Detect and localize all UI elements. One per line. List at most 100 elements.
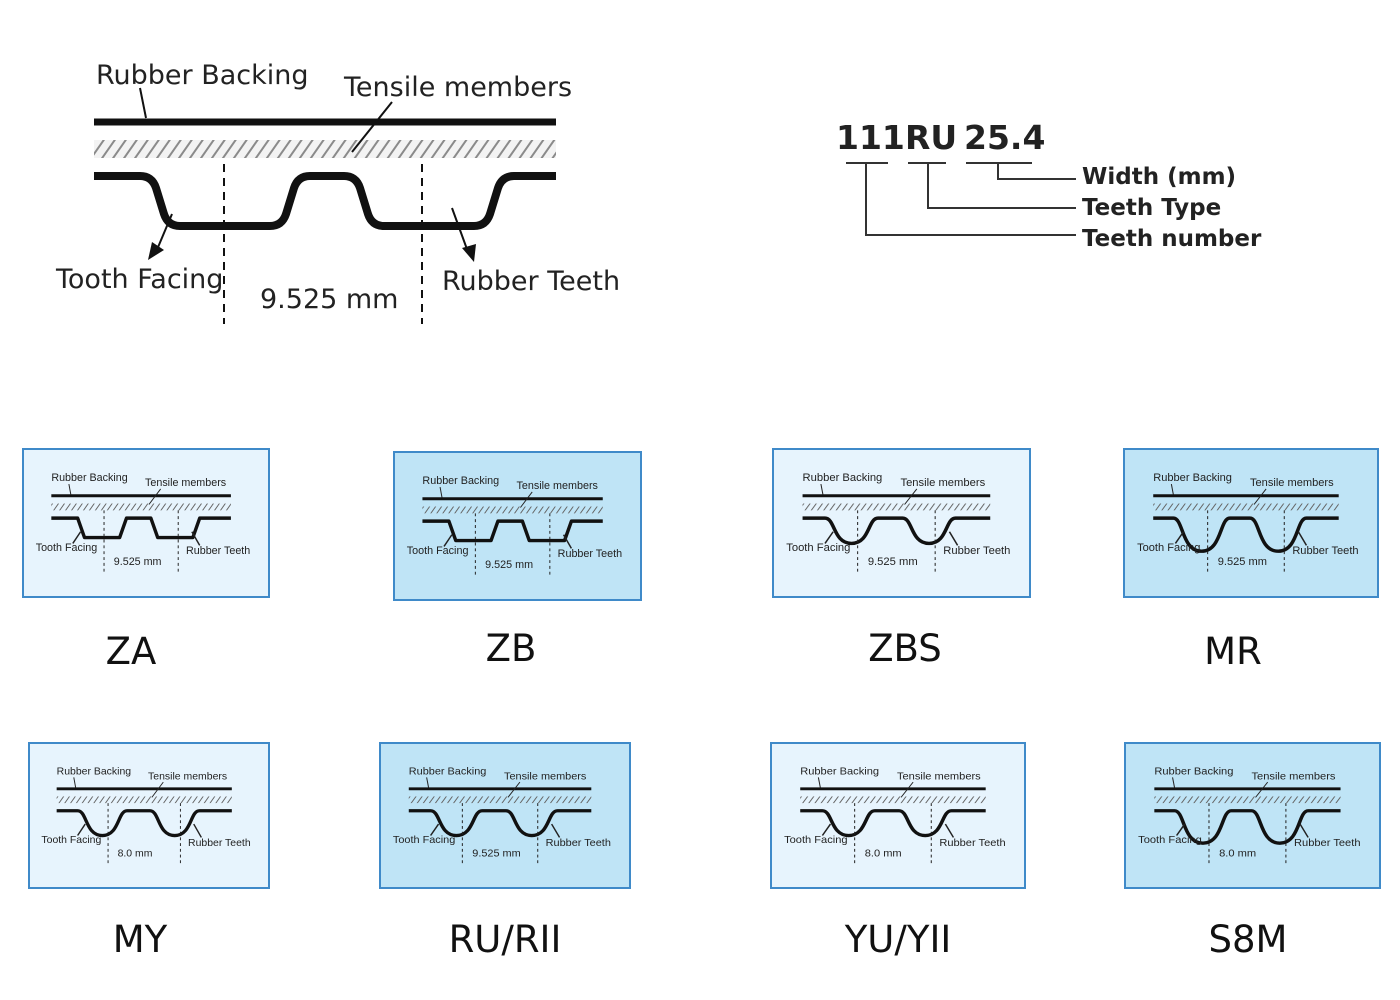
mini-label-rubber-backing: Rubber Backing [422, 475, 499, 487]
mini-teeth-leader [948, 531, 959, 546]
profile-label-mr: MR [1204, 630, 1262, 673]
mini-backing-leader [73, 777, 77, 788]
mini-tensile-band [56, 796, 232, 804]
mini-label-tensile-members: Tensile members [517, 480, 598, 492]
mini-label-tensile-members: Tensile members [1251, 771, 1336, 783]
mini-label-rubber-backing: Rubber Backing [803, 472, 883, 484]
code-legend-connectors [846, 162, 1076, 236]
width-label: Width (mm) [1082, 164, 1237, 190]
mini-label-rubber-teeth: Rubber Teeth [558, 548, 623, 560]
mini-label-rubber-teeth: Rubber Teeth [546, 837, 611, 849]
mini-facing-leader [72, 531, 82, 544]
mini-label-tooth-facing: Tooth Facing [786, 542, 850, 554]
mini-backing-leader [68, 483, 72, 495]
mini-teeth-leader [550, 823, 561, 838]
tooth-profile [94, 172, 556, 230]
mini-label-tensile-members: Tensile members [145, 477, 226, 489]
mini-tensile-leader [507, 781, 521, 798]
mini-teeth-leader [944, 823, 955, 838]
mini-tensile-band [802, 503, 991, 511]
profile-label-ru-rii: RU/RII [448, 918, 562, 961]
mini-label-tensile-members: Tensile members [504, 770, 586, 782]
mini-facing-leader [821, 823, 832, 836]
label-rubber-teeth: Rubber Teeth [442, 266, 620, 297]
mini-backing-leader [1170, 483, 1174, 495]
code-teeth-number: 111 [836, 118, 905, 157]
mini-tensile-leader [520, 491, 533, 508]
mini-label-rubber-backing: Rubber Backing [409, 766, 487, 778]
mini-label-rubber-backing: Rubber Backing [800, 766, 879, 778]
main-belt-diagram: Rubber Backing Tensile members Tooth Fac… [22, 4, 644, 372]
mini-tooth-profile [51, 516, 231, 540]
mini-tooth-profile [802, 516, 991, 546]
teeth-type-label: Teeth Type [1082, 195, 1222, 221]
mini-label-tensile-members: Tensile members [900, 477, 985, 489]
teeth-number-label: Teeth number [1082, 226, 1262, 252]
mini-teeth-leader [191, 531, 201, 546]
mini-label-rubber-backing: Rubber Backing [1153, 472, 1232, 484]
code-width: 25.4 [964, 118, 1046, 157]
mini-label-rubber-teeth: Rubber Teeth [939, 837, 1005, 849]
mini-tensile-band [800, 796, 986, 804]
facing-arrowhead [148, 242, 164, 260]
mini-facing-leader [429, 823, 440, 836]
label-tensile-members: Tensile members [343, 72, 572, 103]
mini-tooth-profile [408, 809, 592, 838]
mini-label-tooth-facing: Tooth Facing [1137, 542, 1200, 554]
label-pitch: 9.525 mm [260, 284, 398, 315]
mini-tooth-profile [1154, 809, 1341, 845]
mini-tooth-profile [1153, 516, 1339, 553]
backing-leader [139, 87, 147, 119]
profile-label-my: MY [112, 918, 168, 961]
mini-teeth-leader [1299, 823, 1309, 838]
mini-tensile-band [422, 506, 603, 514]
mini-label-pitch: 9.525 mm [485, 559, 533, 571]
mini-facing-leader [824, 531, 834, 544]
mini-tensile-leader [1255, 781, 1269, 798]
profile-label-zbs: ZBS [868, 627, 942, 670]
mini-label-rubber-teeth: Rubber Teeth [186, 545, 250, 557]
mini-label-pitch: 8.0 mm [1219, 848, 1256, 860]
mini-tensile-band [408, 796, 592, 804]
mini-label-tooth-facing: Tooth Facing [36, 542, 97, 554]
mini-label-pitch: 9.525 mm [868, 556, 918, 568]
mini-label-tooth-facing: Tooth Facing [393, 834, 455, 846]
mini-facing-leader [1175, 823, 1186, 836]
mini-tooth-profile [800, 809, 986, 838]
code-teeth-type: RU [905, 118, 958, 157]
mini-label-pitch: 8.0 mm [865, 848, 902, 860]
mini-label-tensile-members: Tensile members [148, 771, 227, 782]
mini-facing-leader [77, 823, 86, 836]
mini-teeth-leader [1297, 531, 1308, 546]
mini-label-tooth-facing: Tooth Facing [407, 545, 469, 557]
tensile-leader [351, 101, 393, 153]
tensile-band [94, 140, 556, 158]
profile-label-zb: ZB [485, 627, 537, 670]
teeth-leader [451, 207, 469, 253]
mini-label-pitch: 9.525 mm [1218, 556, 1267, 568]
mini-backing-leader [817, 777, 821, 788]
mini-tensile-leader [148, 488, 162, 505]
mini-label-tooth-facing: Tooth Facing [1138, 834, 1202, 846]
mini-backing-leader [1172, 777, 1176, 788]
mini-label-tooth-facing: Tooth Facing [784, 834, 847, 846]
mini-label-rubber-backing: Rubber Backing [1154, 766, 1233, 778]
label-rubber-backing: Rubber Backing [96, 60, 309, 91]
mini-tensile-leader [1253, 488, 1267, 505]
mini-label-rubber-backing: Rubber Backing [51, 472, 127, 484]
mini-backing-leader [426, 777, 430, 788]
mini-tensile-leader [151, 781, 164, 798]
mini-label-tooth-facing: Tooth Facing [41, 835, 101, 846]
mini-label-rubber-teeth: Rubber Teeth [1292, 545, 1358, 557]
mini-label-rubber-backing: Rubber Backing [57, 767, 132, 778]
mini-tensile-band [1154, 796, 1341, 804]
